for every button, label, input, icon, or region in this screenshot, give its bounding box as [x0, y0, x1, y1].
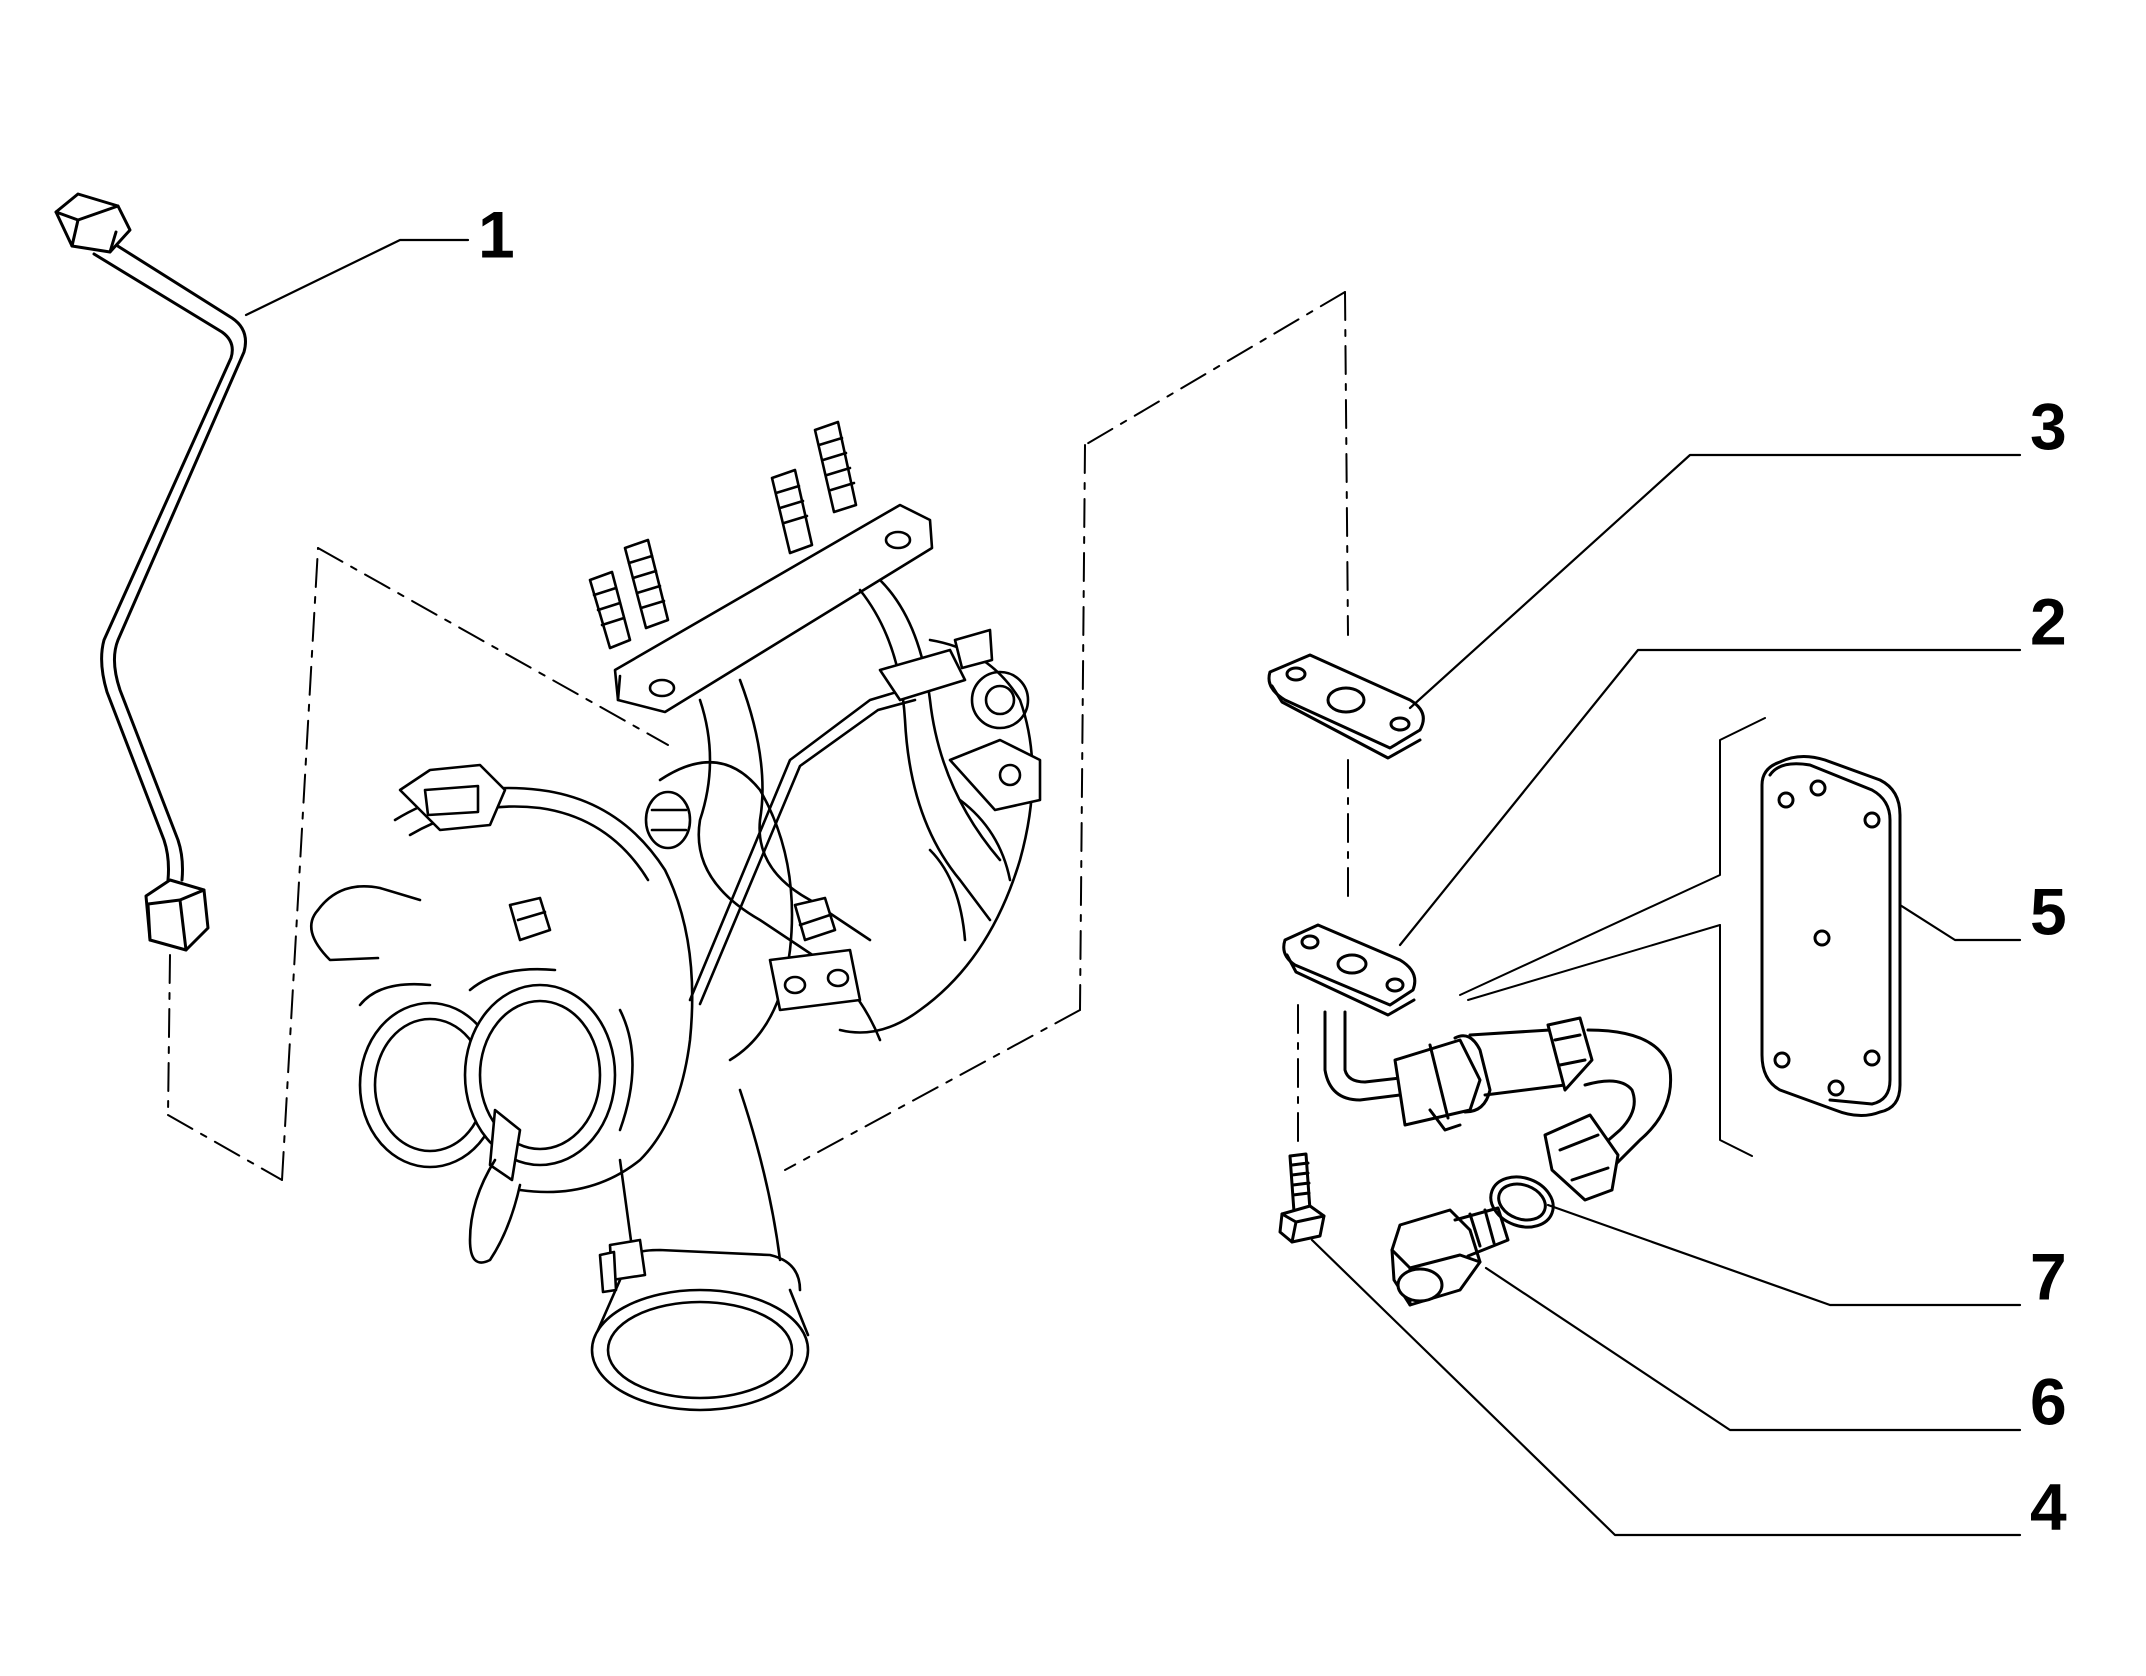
part-4-bolt[interactable]	[1278, 1152, 1326, 1244]
leader-2	[1398, 648, 2022, 947]
callout-4: 4	[2030, 1469, 2067, 1543]
leader-3	[1408, 453, 2022, 710]
compressor-inlet-left	[358, 982, 502, 1169]
callout-5: 5	[2030, 874, 2067, 948]
leader-4	[1310, 1238, 2022, 1537]
leader-lines	[244, 238, 2022, 1537]
manifold-flange	[588, 420, 934, 714]
callout-2: 2	[2030, 584, 2067, 658]
turbo-outlet-pipe	[590, 1088, 810, 1412]
part-1-oil-feed-pipe[interactable]	[54, 192, 283, 1181]
part-7-o-ring[interactable]	[1484, 1169, 1561, 1236]
callout-1: 1	[478, 197, 515, 271]
assembly-guide-lines	[281, 291, 1349, 1181]
turbocharger-assembly	[309, 420, 1042, 1412]
callout-7: 7	[2030, 1239, 2067, 1313]
leader-1	[244, 238, 470, 317]
pipe-bottom-nut	[144, 878, 210, 952]
housing-bolt	[508, 896, 552, 942]
callout-6: 6	[2030, 1364, 2067, 1438]
leader-7	[1546, 1203, 2022, 1307]
part-5-cover-plate[interactable]	[1459, 717, 1902, 1157]
callout-3: 3	[2030, 389, 2067, 463]
pipe-top-nut	[54, 192, 132, 254]
leader-5	[1898, 903, 2022, 942]
part-2-oil-return-pipe[interactable]	[1282, 923, 1673, 1202]
part-6-union-fitting[interactable]	[1390, 1206, 1510, 1307]
housing-bolt	[793, 896, 837, 942]
callout-labels: 1 3 2 5 7 6 4	[478, 197, 2067, 1543]
leader-6	[1484, 1266, 2022, 1432]
